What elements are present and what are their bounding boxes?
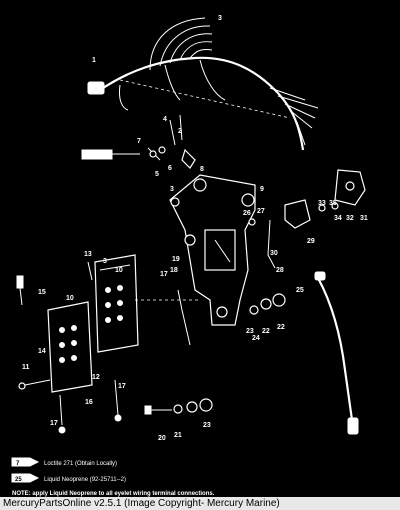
legend-item-loctite: 7 Loctite 271 (Obtain Locally) <box>11 457 117 467</box>
callout-12: 12 <box>92 374 100 381</box>
callout-23: 23 <box>203 422 211 429</box>
callout-33: 33 <box>318 200 326 207</box>
callout-27: 27 <box>257 208 265 215</box>
legend-label: Loctite 271 (Obtain Locally) <box>44 461 117 467</box>
legend-item-neoprene: 25 Liquid Neoprene (92-25711--2) <box>11 473 126 483</box>
callout-26: 26 <box>243 210 251 217</box>
bottom-bolt-group <box>144 398 213 415</box>
callout-17: 17 <box>160 271 168 278</box>
note-text: NOTE: apply Liquid Neoprene to all eyele… <box>12 491 215 497</box>
callout-2: 2 <box>178 128 182 135</box>
callout-35: 35 <box>329 200 337 207</box>
legend-symbol: 7 <box>16 461 20 467</box>
mounting-bracket <box>169 174 256 326</box>
callout-3: 3 <box>170 186 174 193</box>
callout-10: 10 <box>66 295 74 302</box>
callout-20: 20 <box>158 435 166 442</box>
callout-6: 6 <box>168 165 172 172</box>
callout-22: 22 <box>262 328 270 335</box>
callout-11: 11 <box>22 364 30 371</box>
callout-13: 13 <box>84 251 92 258</box>
callout-18: 18 <box>170 267 178 274</box>
wiring-harness <box>87 17 319 151</box>
switch-box-rear <box>94 254 139 353</box>
left-fasteners <box>16 261 200 434</box>
callout-25: 25 <box>296 287 304 294</box>
callout-29: 29 <box>307 238 315 245</box>
callout-15: 15 <box>38 289 46 296</box>
callout-3: 3 <box>103 258 107 265</box>
callout-22: 22 <box>277 324 285 331</box>
copyright-footer: MercuryPartsOnline v2.5.1 (Image Copyrig… <box>0 497 400 510</box>
callout-1: 1 <box>92 57 96 64</box>
callout-17: 17 <box>50 420 58 427</box>
callout-31: 31 <box>360 215 368 222</box>
callout-28: 28 <box>276 267 284 274</box>
callout-9: 9 <box>260 186 264 193</box>
callout-3: 3 <box>218 15 222 22</box>
callout-14: 14 <box>38 348 46 355</box>
ground-cable <box>314 271 359 435</box>
callout-24: 24 <box>252 335 260 342</box>
callout-23: 23 <box>246 328 254 335</box>
legend-symbol: 25 <box>15 477 22 483</box>
callout-32: 32 <box>346 215 354 222</box>
exploded-parts-diagram: 1 2 3 3 3 4 5 6 7 8 9 10 10 11 12 13 14 … <box>11 15 368 497</box>
rectifier-assembly <box>248 169 366 269</box>
callout-19: 19 <box>172 256 180 263</box>
callout-16: 16 <box>85 399 93 406</box>
callout-10: 10 <box>115 267 123 274</box>
callout-21: 21 <box>174 432 182 439</box>
callout-30: 30 <box>270 250 278 257</box>
callout-labels: 1 2 3 3 3 4 5 6 7 8 9 10 10 11 12 13 14 … <box>22 15 368 442</box>
callout-17: 17 <box>118 383 126 390</box>
screw-and-clamp-group <box>81 114 196 169</box>
legend: 7 Loctite 271 (Obtain Locally) 25 Liquid… <box>11 457 215 497</box>
callout-5: 5 <box>155 171 159 178</box>
callout-7: 7 <box>137 138 141 145</box>
legend-label: Liquid Neoprene (92-25711--2) <box>44 477 126 483</box>
callout-34: 34 <box>334 215 342 222</box>
callout-8: 8 <box>200 166 204 173</box>
callout-4: 4 <box>163 116 167 123</box>
washer-group <box>249 293 286 315</box>
switch-box-front <box>47 301 93 393</box>
